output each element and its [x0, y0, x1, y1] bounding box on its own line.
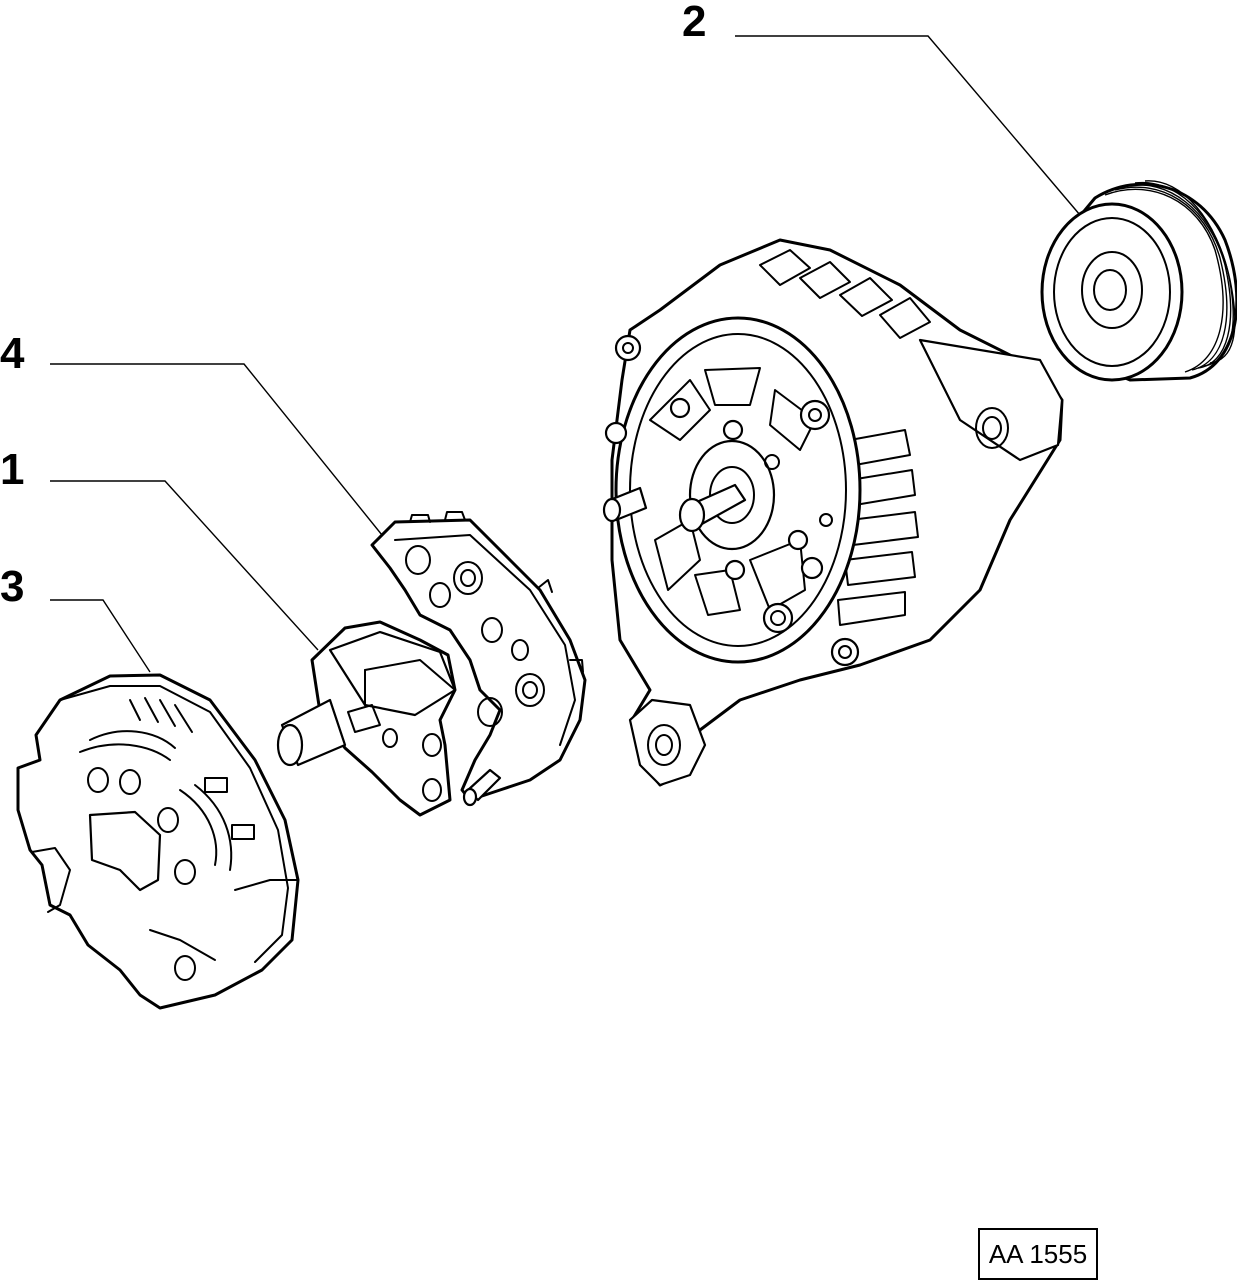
leader-line-2 — [735, 35, 1081, 216]
callout-number-2: 2 — [682, 0, 707, 46]
pulley-part-2 — [1040, 180, 1237, 382]
rectifier-part-4 — [370, 511, 587, 807]
callout-number-1: 1 — [0, 445, 25, 494]
alternator-body — [602, 238, 1064, 787]
rear-cover-part-3 — [16, 673, 300, 1010]
reference-code-box: AA 1555 — [978, 1228, 1098, 1280]
leader-line-4 — [50, 363, 383, 536]
leader-line-3 — [50, 599, 151, 673]
callout-number-3: 3 — [0, 562, 25, 611]
leader-lines — [50, 35, 1081, 673]
leader-line-1 — [50, 480, 319, 651]
reference-code-label: AA 1555 — [988, 1238, 1088, 1269]
regulator-part-1 — [276, 620, 457, 817]
callout-number-4: 4 — [0, 329, 25, 378]
